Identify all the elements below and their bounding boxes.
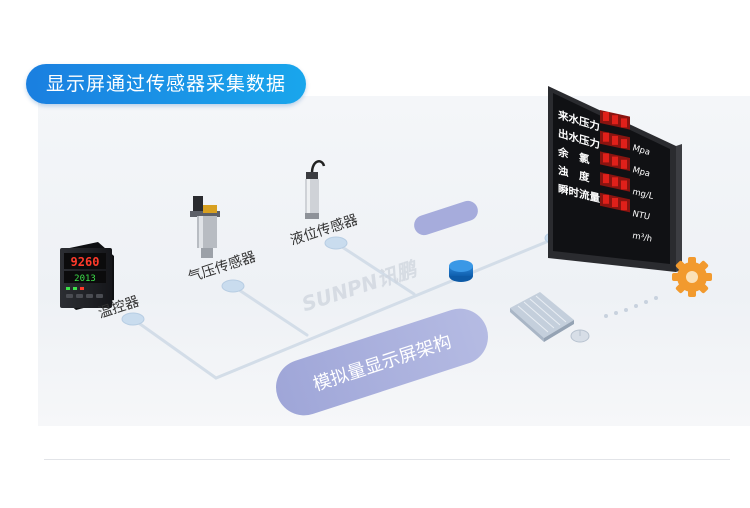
pressure-sensor [190,196,220,258]
pressure-sensor-label: 气压传感器 [186,248,258,286]
board-led-digit [603,112,609,121]
level-sensor-label: 液位传感器 [288,211,360,249]
level-sensor [305,160,326,219]
board-led-digit [612,115,618,125]
board-row-unit: Mpa [631,143,651,158]
board-led-digit [612,177,618,187]
controller-display-bottom: 2013 [74,274,96,284]
board-led-digit [621,201,627,211]
node-temp [121,312,145,326]
board-row-unit: NTU [631,209,650,222]
page-title: 显示屏通过传感器采集数据 [26,64,306,104]
board-row-unit: m³/h [631,231,652,244]
branch-level [334,241,416,296]
board-led-digit [621,159,627,169]
node-pressure [221,279,245,293]
architecture-pill: 模拟量显示屏架构 [276,308,488,416]
board-row-unit: mg/L [631,187,654,202]
bottom-divider [44,459,730,460]
board-led-digit [603,153,609,163]
temperature-controller: 9260 2013 [60,242,114,310]
board-led-digit [612,156,618,166]
board-led-digit [612,198,618,207]
board-led-digit [621,139,627,149]
board-led-digit [621,118,627,128]
hub-node [449,260,473,282]
board-led-digit [603,132,609,142]
board-row-unit: Mpa [631,165,651,179]
mouse-icon [570,329,590,343]
bus-line-main [131,236,558,380]
signal-dots [604,296,658,318]
branch-pressure [231,284,309,337]
keyboard-icon [510,292,574,342]
gear-icon [672,257,712,297]
board-led-digit [603,174,609,184]
board-led-digit [612,135,618,145]
board-led-digit [621,180,627,190]
node-level [324,236,348,250]
board-led-digit [603,194,609,204]
controller-display-top: 9260 [71,255,100,269]
purple-tag [414,200,478,236]
